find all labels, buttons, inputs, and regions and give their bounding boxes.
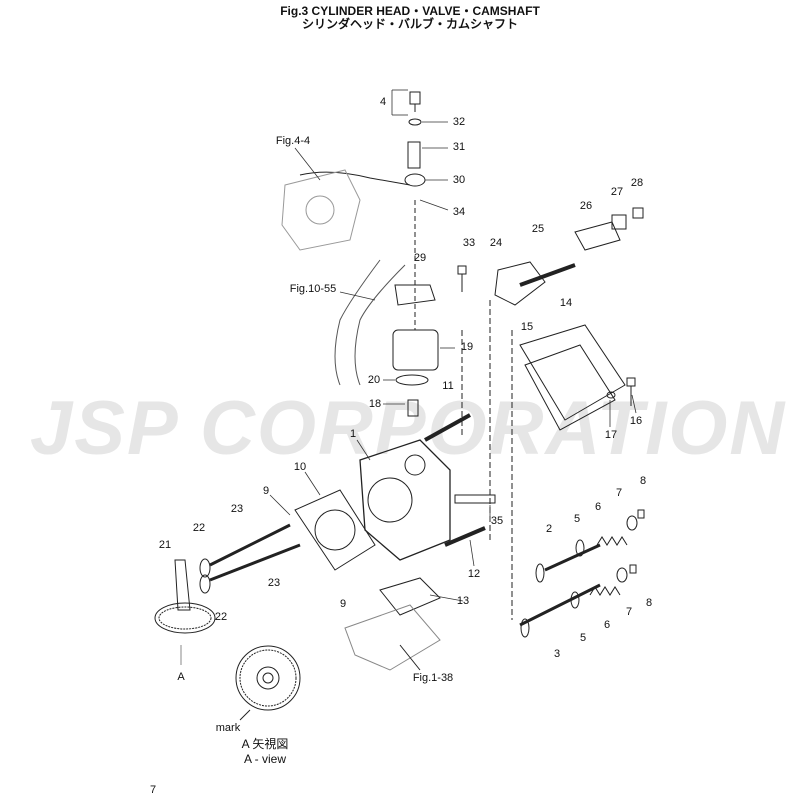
reference-callout[interactable]: Fig.4-4 — [275, 135, 311, 147]
watermark: JSP CORPORATION — [30, 386, 787, 471]
gasket-ref — [344, 604, 441, 671]
figure-title: Fig.3 CYLINDER HEAD・VALVE・CAMSHAFT — [280, 4, 540, 18]
gasket-20 — [395, 374, 429, 386]
part-number-callout[interactable]: 5 — [579, 632, 587, 644]
part-number-callout[interactable]: 2 — [545, 523, 553, 535]
part-number-callout[interactable]: 27 — [610, 186, 624, 198]
part-number-callout[interactable]: 3 — [553, 648, 561, 660]
part-28 — [632, 207, 644, 219]
part-number-callout[interactable]: 5 — [573, 513, 581, 525]
part-number-callout[interactable]: 34 — [452, 206, 466, 218]
part-number-callout[interactable]: 7 — [625, 606, 633, 618]
collar-31 — [407, 141, 421, 169]
part-number-callout[interactable]: 31 — [452, 141, 466, 153]
gasket-24 — [494, 261, 546, 306]
part-number-callout[interactable]: 6 — [603, 619, 611, 631]
part-number-callout[interactable]: 26 — [579, 200, 593, 212]
a-view-label-en: A - view — [243, 752, 287, 766]
part-number-callout[interactable]: 10 — [293, 461, 307, 473]
plate-26 — [574, 221, 621, 251]
part-number-callout[interactable]: 11 — [442, 380, 454, 392]
part-number-callout[interactable]: 18 — [368, 398, 382, 410]
a-view-gear — [235, 645, 301, 711]
part-number-callout[interactable]: 23 — [230, 503, 244, 515]
part-number-callout[interactable]: 15 — [520, 321, 534, 333]
reference-callout[interactable]: Fig.10-55 — [289, 283, 337, 295]
spark-plug-35 — [454, 494, 496, 504]
gasket-15 — [524, 344, 616, 431]
a-view-label-ja: A 矢視図 — [241, 737, 289, 751]
part-number-callout[interactable]: 8 — [645, 597, 653, 609]
part-number-callout[interactable]: 33 — [462, 237, 476, 249]
reference-callout[interactable]: Fig.1-38 — [412, 672, 454, 684]
fuel-pump-19 — [392, 329, 439, 371]
camshaft-21 — [174, 559, 191, 611]
part-number-callout[interactable]: 28 — [630, 177, 644, 189]
carburettor-ref — [281, 169, 361, 251]
part-number-callout[interactable]: 6 — [594, 501, 602, 513]
part-number-callout[interactable]: 30 — [452, 174, 466, 186]
part-27 — [611, 214, 627, 230]
part-number-callout[interactable]: 8 — [639, 475, 647, 487]
part-number-callout[interactable]: 9 — [339, 598, 347, 610]
valve-springs — [570, 509, 645, 609]
part-number-callout[interactable]: 19 — [460, 341, 474, 353]
part-number-callout[interactable]: 35 — [490, 515, 504, 527]
part-18 — [407, 399, 419, 417]
part-number-callout[interactable]: 7 — [615, 487, 623, 499]
part-number-callout[interactable]: 12 — [467, 568, 481, 580]
part-13 — [379, 577, 441, 616]
reference-callout[interactable]: A — [177, 671, 185, 683]
part-number-callout[interactable]: 17 — [604, 429, 618, 441]
bolt-4 — [409, 91, 421, 112]
part-number-callout[interactable]: 13 — [456, 595, 470, 607]
cover-14 — [519, 324, 626, 421]
part-number-callout[interactable]: 1 — [349, 428, 357, 440]
part-number-callout[interactable]: 22 — [214, 611, 228, 623]
part-number-callout[interactable]: 9 — [262, 485, 270, 497]
part-number-callout[interactable]: 24 — [489, 237, 503, 249]
part-number-callout[interactable]: 25 — [531, 223, 545, 235]
part-number-callout[interactable]: 29 — [413, 252, 427, 264]
page-number: 7 — [150, 784, 157, 796]
part-number-callout[interactable]: 32 — [452, 116, 466, 128]
cam-gear — [154, 602, 216, 634]
part-number-callout[interactable]: 20 — [367, 374, 381, 386]
part-number-callout[interactable]: 14 — [559, 297, 573, 309]
part-number-callout[interactable]: 4 — [379, 96, 387, 108]
part-number-callout[interactable]: 21 — [158, 539, 172, 551]
figure-title-japanese: シリンダヘッド・バルブ・カムシャフト — [301, 17, 518, 31]
reference-callout[interactable]: mark — [215, 722, 241, 734]
head-gasket-10 — [294, 489, 376, 571]
part-29 — [394, 284, 436, 306]
part-number-callout[interactable]: 23 — [267, 577, 281, 589]
part-number-callout[interactable]: 22 — [192, 522, 206, 534]
part-number-callout[interactable]: 16 — [629, 415, 643, 427]
